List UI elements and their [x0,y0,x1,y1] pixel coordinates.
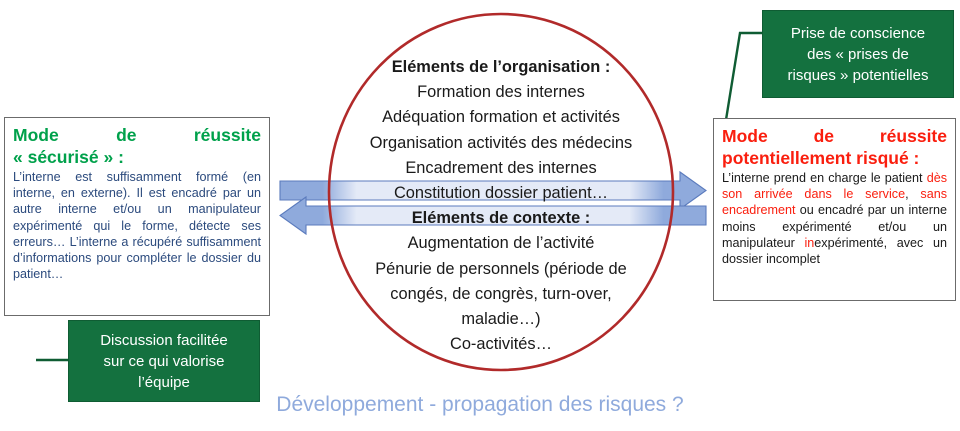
risky-mode-box: Mode de réussite potentiellement risqué … [713,118,956,301]
secure-mode-title: Mode de réussite « sécurisé » : [13,124,261,168]
organisation-item-4: Encadrement des internes [405,158,597,177]
organisation-item-1: Formation des internes [417,83,585,102]
bottom-caption: Développement - propagation des risques … [276,393,684,416]
discussion-line-1: Discussion facilitée [100,331,228,349]
contexte-heading: Eléments de contexte : [411,209,591,228]
organisation-heading: Eléments de l’organisation : [391,58,611,76]
risky-title-line-1: Mode de réussite [722,126,947,146]
risky-body-segment-4: sans encadrement [722,187,948,218]
secure-mode-box: Mode de réussite « sécurisé » : L’intern… [4,117,270,316]
arrow-right [279,170,707,211]
risky-mode-body: L’interne prend en charge le patient dès… [722,170,947,267]
risky-body-segment-7: expérimenté, avec un dossier incomplet [722,235,947,267]
contexte-item-5: Co-activités… [449,335,552,354]
discussion-line-3: l’équipe [138,373,190,391]
connector-awareness [723,31,762,127]
contexte-item-2: Pénurie de personnels (période de [375,259,627,278]
circle-text-block: Eléments de l’organisation : Formation d… [335,55,667,357]
discussion-text: Discussion facilitée sur ce qui valorise… [100,330,228,393]
contexte-item-3: congés, de congrès, turn-over, [390,284,612,303]
risky-body-segment-1: L’interne prend en charge le patient [722,171,927,185]
risky-mode-title: Mode de réussite potentiellement risqué … [722,125,947,169]
risky-body-segment-6: in [804,235,815,250]
awareness-callout: Prise de conscience des « prises de risq… [762,10,954,98]
awareness-text: Prise de conscience des « prises de risq… [788,23,929,86]
risky-body-segment-2: dès son arrivée dans le service [722,171,947,202]
awareness-line-3: risques » potentielles [787,66,929,84]
organisation-item-2: Adéquation formation et activités [382,108,620,127]
organisation-item-3: Organisation activités des médecins [369,133,633,152]
secure-mode-body: L’interne est suffisamment formé (en int… [13,170,261,282]
secure-title-line-1: Mode de réussite [13,125,261,145]
risky-body-segment-3: , [905,187,921,202]
awareness-line-1: Prise de conscience [790,24,926,42]
risky-title-line-2: potentiellement risqué : [722,148,920,168]
discussion-callout: Discussion facilitée sur ce qui valorise… [68,320,260,402]
arrow-left [279,195,707,236]
discussion-line-2: sur ce qui valorise [103,352,225,370]
secure-title-line-2: « sécurisé » : [13,147,124,167]
awareness-line-2: des « prises de [807,45,909,63]
contexte-item-4: maladie…) [461,310,541,329]
contexte-item-1: Augmentation de l’activité [407,234,595,253]
organisation-item-5: Constitution dossier patient… [393,184,609,203]
circle-outline [327,12,675,372]
risky-body-segment-5: ou encadré par un interne moins expérime… [722,203,947,250]
